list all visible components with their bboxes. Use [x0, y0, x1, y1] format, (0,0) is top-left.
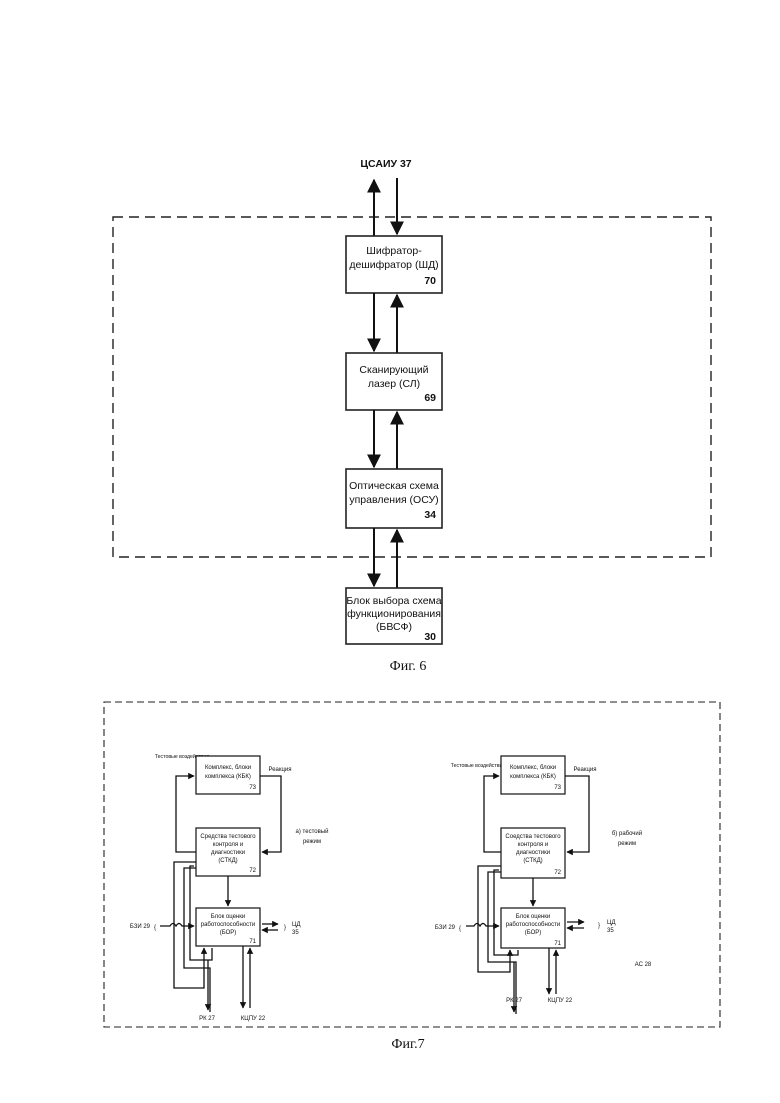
- fig7a-rk-label: РК 27: [199, 1016, 216, 1022]
- fig7-as-label: АС 28: [635, 962, 652, 968]
- fig7a-cd-brace: }: [284, 925, 286, 931]
- fig7a-block-kbk: Комплекс, блоки комплекса (КБК) 73: [196, 756, 260, 794]
- svg-text:69: 69: [424, 392, 436, 404]
- svg-text:комплекса (КБК): комплекса (КБК): [205, 774, 251, 780]
- fig7a-block-stkd: Средства тестового контроля и диагностик…: [196, 828, 260, 876]
- fig7a-mode-line1: а) тестовый: [296, 828, 329, 835]
- svg-text:72: 72: [249, 868, 256, 874]
- fig7a-reaction-label: Реакция: [268, 767, 291, 773]
- fig7b-reaction-label: Реакция: [573, 767, 596, 773]
- svg-text:Шифратор-: Шифратор-: [366, 245, 422, 257]
- fig7b-cd-num: 35: [607, 928, 614, 934]
- svg-text:Соедства тестового: Соедства тестового: [505, 834, 561, 840]
- fig6-caption: Фиг. 6: [390, 659, 427, 674]
- fig7a-bzi-label: БЗИ 29: [130, 924, 151, 930]
- fig7a-block-bor: Блок оценки работоспособности (БОР) 71: [196, 908, 260, 946]
- fig7a-mode-line2: режим: [303, 839, 321, 845]
- svg-text:работоспособности: работоспособности: [201, 922, 256, 928]
- svg-text:контроля и: контроля и: [518, 842, 548, 848]
- fig7a-bzi-brace: {: [154, 925, 156, 931]
- svg-text:лазер (СЛ): лазер (СЛ): [368, 378, 420, 390]
- svg-text:диагностики: диагностики: [211, 850, 245, 856]
- fig6-block-osu: Оптическая схема управления (ОСУ) 34: [346, 469, 442, 528]
- fig7-panel-work-mode: Тестовые воздействия Реакция б) рабочий …: [435, 756, 652, 1014]
- fig7b-cd-brace: }: [598, 923, 600, 929]
- fig7b-bzi-brace: {: [459, 926, 461, 932]
- svg-text:контроля и: контроля и: [213, 842, 243, 848]
- fig7a-cd-label: ЦД: [292, 922, 301, 928]
- svg-text:(БВСФ): (БВСФ): [376, 621, 412, 633]
- fig7b-rk-label: РК 27: [506, 998, 523, 1004]
- fig7-caption: Фиг.7: [391, 1037, 424, 1052]
- fig7a-cd-num: 35: [292, 930, 299, 936]
- svg-text:(БОР): (БОР): [525, 930, 542, 936]
- fig6-top-label: ЦСАИУ 37: [360, 158, 411, 170]
- svg-text:(БОР): (БОР): [220, 930, 237, 936]
- fig6-block-bvsf: Блок выбора схема функционирования (БВСФ…: [346, 588, 442, 644]
- svg-text:73: 73: [249, 785, 256, 791]
- fig7b-block-kbk: Комплекс, блоки комплекса (КБК) 73: [501, 756, 565, 794]
- svg-text:Средства тестового: Средства тестового: [200, 834, 256, 840]
- svg-text:71: 71: [554, 941, 561, 947]
- svg-text:Блок выбора схема: Блок выбора схема: [346, 595, 441, 607]
- svg-text:34: 34: [424, 509, 436, 521]
- svg-text:71: 71: [249, 939, 256, 945]
- figure-7: Тестовые воздействия Реакция а) тестовый…: [104, 702, 720, 1052]
- fig7b-bzi-label: БЗИ 29: [435, 925, 456, 931]
- svg-text:управления (ОСУ): управления (ОСУ): [349, 494, 438, 506]
- svg-text:работоспособности: работоспособности: [506, 922, 561, 928]
- svg-text:72: 72: [554, 870, 561, 876]
- fig7b-block-bor: Блок оценки работоспособности (БОР) 71: [501, 908, 565, 948]
- fig7b-cd-label: ЦД: [607, 920, 616, 926]
- svg-text:функционирования: функционирования: [347, 608, 441, 620]
- svg-text:(СТКД): (СТКД): [523, 858, 542, 864]
- figure-6: ЦСАИУ 37 Шифратор- дешифратор (ШД) 70 Ск…: [113, 158, 711, 674]
- svg-text:Сканирующий: Сканирующий: [359, 364, 428, 376]
- svg-text:(СТКД): (СТКД): [218, 858, 237, 864]
- fig6-block-sl: Сканирующий лазер (СЛ) 69: [346, 353, 442, 410]
- fig7b-test-label: Тестовые воздействия: [451, 762, 506, 769]
- fig7b-mode-line1: б) рабочий: [612, 830, 642, 837]
- svg-text:дешифратор (ШД): дешифратор (ШД): [349, 259, 438, 271]
- svg-text:73: 73: [554, 785, 561, 791]
- fig7a-kcpu-label: КЦПУ 22: [241, 1016, 266, 1022]
- fig7-panel-test-mode: Тестовые воздействия Реакция а) тестовый…: [130, 753, 329, 1022]
- fig7b-mode-line2: режим: [618, 841, 636, 847]
- svg-text:Блок оценки: Блок оценки: [516, 914, 550, 920]
- svg-text:комплекса (КБК): комплекса (КБК): [510, 774, 556, 780]
- svg-text:Комплекс, блоки: Комплекс, блоки: [510, 765, 556, 771]
- svg-text:Блок оценки: Блок оценки: [211, 914, 245, 920]
- fig6-block-shd: Шифратор- дешифратор (ШД) 70: [346, 236, 442, 293]
- fig7b-block-stkd: Соедства тестового контроля и диагностик…: [501, 828, 565, 878]
- svg-text:Комплекс, блоки: Комплекс, блоки: [205, 765, 251, 771]
- svg-text:диагностики: диагностики: [516, 850, 550, 856]
- fig7b-kcpu-label: КЦПУ 22: [548, 998, 573, 1004]
- svg-text:70: 70: [424, 275, 436, 287]
- svg-text:30: 30: [424, 631, 436, 643]
- svg-text:Оптическая схема: Оптическая схема: [349, 480, 439, 492]
